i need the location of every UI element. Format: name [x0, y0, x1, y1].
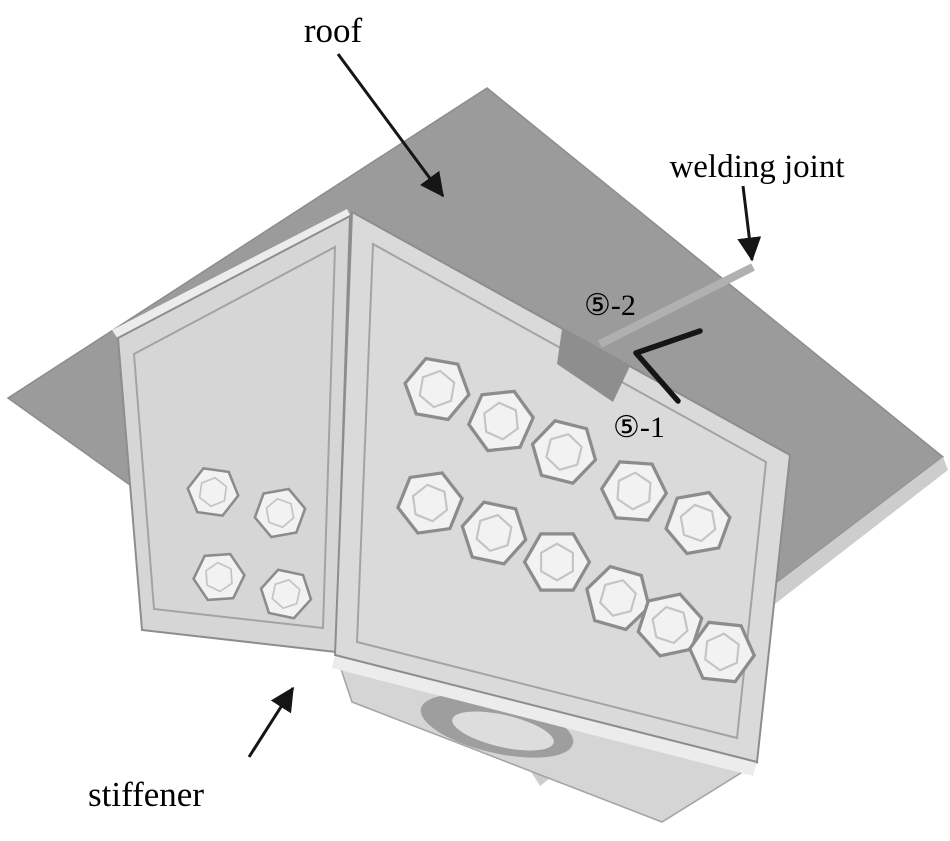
welding-joint-leader-arrow	[737, 185, 762, 262]
right-stiffener-panel	[332, 210, 792, 776]
left-panel-recess-border	[132, 245, 337, 630]
weld-callout-pointer	[633, 328, 703, 404]
right-panel-recess-border	[355, 242, 768, 740]
label-weld-callout-upper: ⑤-2	[584, 289, 636, 322]
welding-joint-detail	[557, 263, 755, 404]
roof-leader-arrow	[336, 53, 445, 198]
left-panel-top-edge	[112, 209, 351, 339]
weld-notch	[557, 329, 630, 402]
flange-hole-inner	[452, 711, 554, 751]
right-panel-bottom-edge	[332, 655, 757, 776]
leader-arrows	[247, 53, 762, 758]
label-welding-joint: welding joint	[669, 149, 844, 185]
bolt-head	[522, 532, 592, 592]
stiffener-leader-arrow	[247, 686, 295, 758]
label-weld-callout-lower: ⑤-1	[613, 411, 665, 444]
figure-labels: roof welding joint ⑤-2 ⑤-1 stiffener	[88, 11, 845, 814]
weld-seam-band	[598, 263, 755, 348]
label-roof: roof	[304, 11, 363, 50]
label-stiffener: stiffener	[88, 775, 204, 814]
